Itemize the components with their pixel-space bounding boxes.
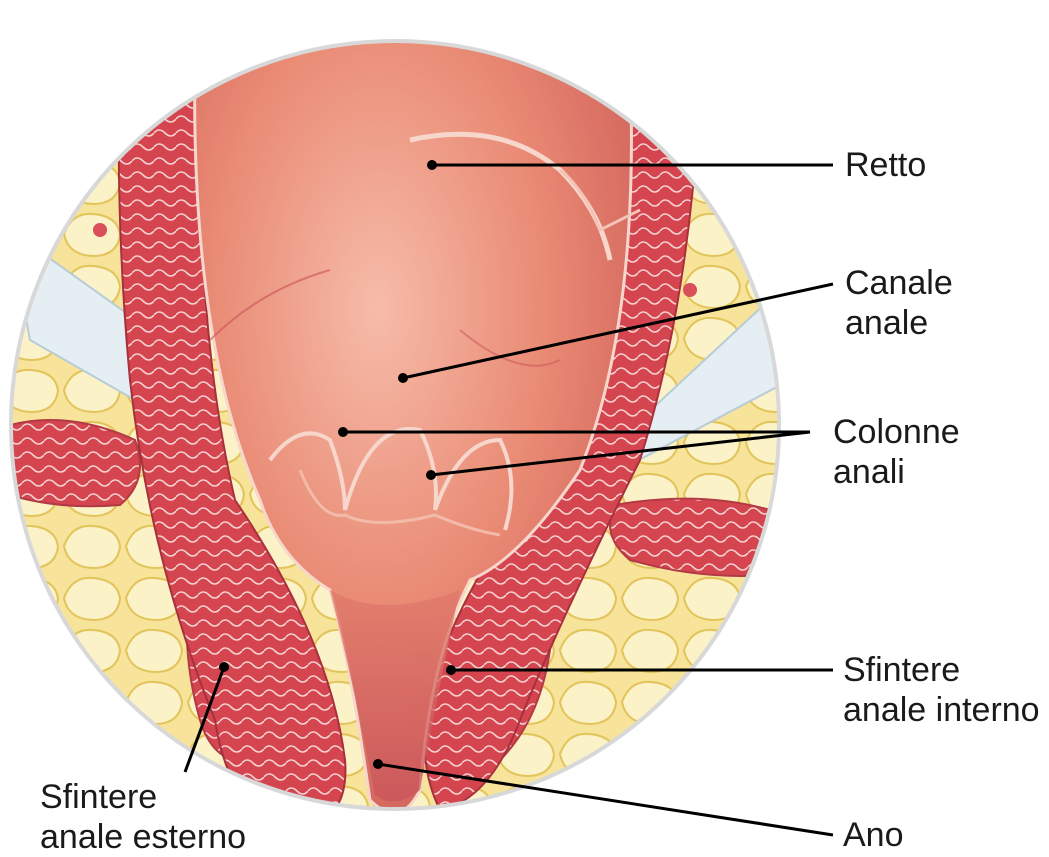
label-canale-anale-line2: anale (845, 303, 953, 343)
vessel-section-right (683, 283, 697, 297)
leader-dot-colonne-1 (338, 427, 348, 437)
label-sfintere-esterno-line2: anale esterno (40, 817, 246, 857)
label-sfintere-interno-line1: Sfintere (843, 650, 1040, 690)
label-retto: Retto (845, 145, 926, 185)
leader-dot-sfintere-esterno (219, 662, 229, 672)
label-sfintere-interno-line2: anale interno (843, 690, 1040, 730)
leader-dot-colonne-2 (426, 470, 436, 480)
vessel-section-left (93, 223, 107, 237)
leader-dot-retto (427, 160, 437, 170)
label-colonne-anali-line2: anali (833, 452, 960, 492)
label-sfintere-anale-esterno: Sfintere anale esterno (40, 777, 246, 857)
leader-dot-canale-anale (398, 373, 408, 383)
leader-dot-ano (373, 759, 383, 769)
label-ano: Ano (843, 815, 904, 855)
label-sfintere-anale-interno: Sfintere anale interno (843, 650, 1040, 730)
leader-dot-sfintere-interno (446, 665, 456, 675)
label-colonne-anali-line1: Colonne (833, 412, 960, 452)
label-canale-anale-line1: Canale (845, 263, 953, 303)
label-retto-text: Retto (845, 145, 926, 185)
label-colonne-anali: Colonne anali (833, 412, 960, 492)
label-ano-text: Ano (843, 815, 904, 855)
label-sfintere-esterno-line1: Sfintere (40, 777, 246, 817)
external-sphincter-left-upper (10, 420, 140, 506)
label-canale-anale: Canale anale (845, 263, 953, 343)
